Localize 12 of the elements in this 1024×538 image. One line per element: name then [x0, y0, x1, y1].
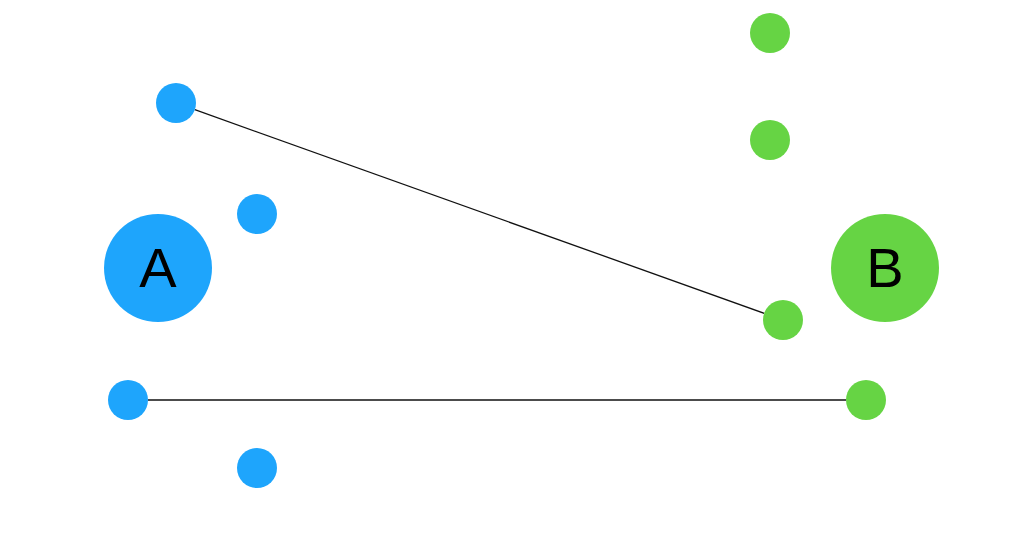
dot-node [763, 300, 803, 340]
dot-node [750, 13, 790, 53]
dot-node [108, 380, 148, 420]
dot-node [237, 448, 277, 488]
dot-node [237, 194, 277, 234]
dot-node [846, 380, 886, 420]
labeled-circle-node: B [831, 214, 939, 322]
dot-node [750, 120, 790, 160]
connector-line [194, 109, 765, 314]
labeled-circle-node: A [104, 214, 212, 322]
connector-line [147, 399, 847, 401]
dot-node [156, 83, 196, 123]
